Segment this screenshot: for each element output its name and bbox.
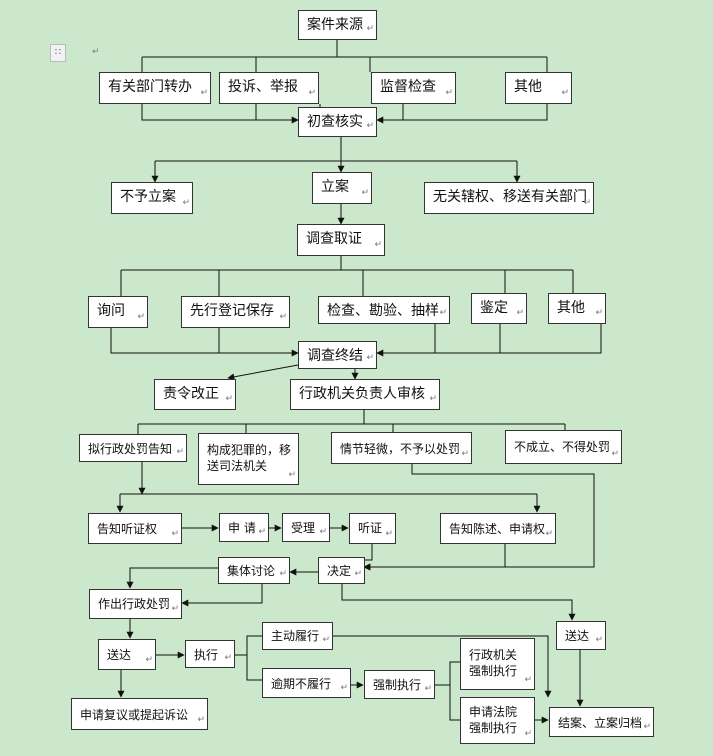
overdue-box: 逾期不履行: [262, 668, 351, 698]
deliver2-box: 送达: [556, 621, 606, 650]
review-box: 行政机关负责人审核: [290, 379, 440, 410]
accept-box: 受理: [282, 513, 330, 542]
archive-box: 结案、立案归档: [549, 707, 654, 737]
no-case-box: 不予立案: [111, 182, 193, 214]
source-inspection-box: 监督检查: [371, 72, 456, 104]
paragraph-mark-icon: ↵: [92, 47, 100, 57]
order-correction-box: 责令改正: [154, 379, 236, 410]
decision-box: 决定: [318, 557, 365, 584]
source-other-box: 其他: [505, 72, 572, 104]
apply-box: 申 请: [219, 513, 269, 542]
collective-discussion-box: 集体讨论: [218, 557, 290, 584]
execute-box: 执行: [185, 640, 235, 668]
penalty-box: 作出行政处罚: [89, 589, 182, 619]
criminal-transfer-box: 构成犯罪的，移送司法机关: [198, 433, 299, 485]
file-case-box: 立案: [312, 172, 372, 204]
method-other-box: 其他: [548, 293, 606, 324]
notify-statement-box: 告知陈述、申请权: [440, 513, 556, 544]
minor-no-penalty-box: 情节轻微，不予以处罚: [331, 432, 472, 464]
source-complaint-box: 投诉、举报: [219, 72, 319, 104]
investigation-end-box: 调查终结: [298, 341, 377, 369]
source-referral-box: 有关部门转办: [99, 72, 211, 104]
court-enforce-box: 申请法院强制执行: [460, 697, 535, 744]
move-handle-icon[interactable]: ∷: [50, 44, 66, 62]
hearing-box: 听证: [349, 513, 396, 544]
case-source-box: 案件来源: [298, 10, 377, 40]
method-appraise-box: 鉴定: [471, 293, 527, 324]
preliminary-check-box: 初查核实: [298, 107, 377, 137]
unfounded-box: 不成立、不得处罚: [505, 430, 622, 464]
notify-hearing-box: 告知听证权: [88, 513, 182, 544]
draft-notice-box: 拟行政处罚告知: [79, 434, 187, 462]
deliver-box: 送达: [98, 639, 156, 670]
appeal-box: 申请复议或提起诉讼: [71, 698, 208, 730]
method-preserve-box: 先行登记保存: [181, 296, 290, 328]
transfer-box: 无关辖权、移送有关部门: [424, 182, 594, 214]
method-inspect-box: 检查、勘验、抽样: [318, 296, 450, 324]
method-inquiry-box: 询问: [88, 296, 148, 328]
agency-enforce-box: 行政机关强制执行: [460, 638, 535, 690]
enforce-box: 强制执行: [364, 670, 435, 699]
voluntary-box: 主动履行: [262, 622, 333, 650]
investigation-box: 调查取证: [297, 224, 385, 256]
